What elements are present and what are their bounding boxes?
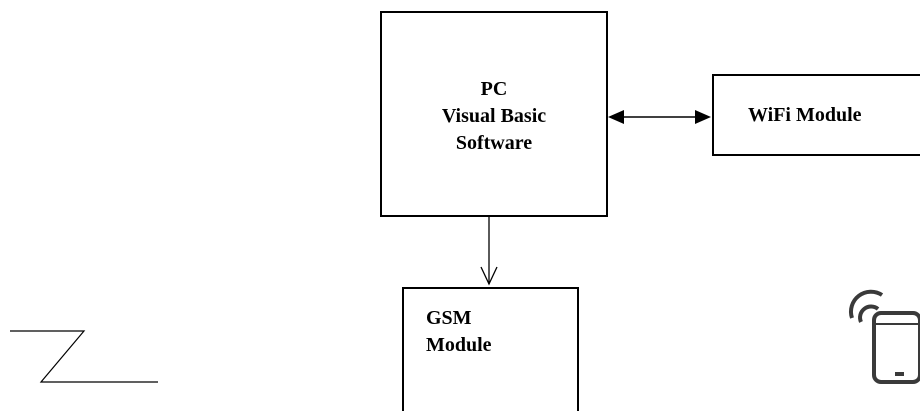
arrowhead-left (608, 110, 624, 124)
gsm-module-box: GSM Module (402, 287, 579, 411)
signal-line-icon (10, 330, 158, 383)
arrowhead-down (480, 266, 498, 286)
wifi-module-label: WiFi Module (748, 104, 862, 126)
gsm-label-line-2: Module (426, 334, 492, 356)
pc-label-line-3: Software (455, 132, 533, 154)
pc-wifi-connector (608, 110, 711, 124)
gsm-label-line-1: GSM (426, 307, 472, 329)
pc-label-line-1: PC (480, 78, 508, 100)
arrowhead-right (695, 110, 711, 124)
wifi-wave-inner (858, 304, 880, 323)
wifi-wave-outer (848, 289, 884, 319)
pc-gsm-connector (480, 217, 498, 286)
wifi-module-box: WiFi Module (712, 74, 920, 156)
smartphone-wifi-icon (848, 289, 920, 384)
gsm-module-label: GSM Module (426, 305, 492, 359)
pc-label: PC Visual Basic Software (382, 76, 606, 157)
phone-button (895, 372, 904, 376)
pc-label-line-2: Visual Basic (441, 105, 547, 127)
pc-box: PC Visual Basic Software (380, 11, 608, 217)
phone-body (872, 311, 920, 384)
